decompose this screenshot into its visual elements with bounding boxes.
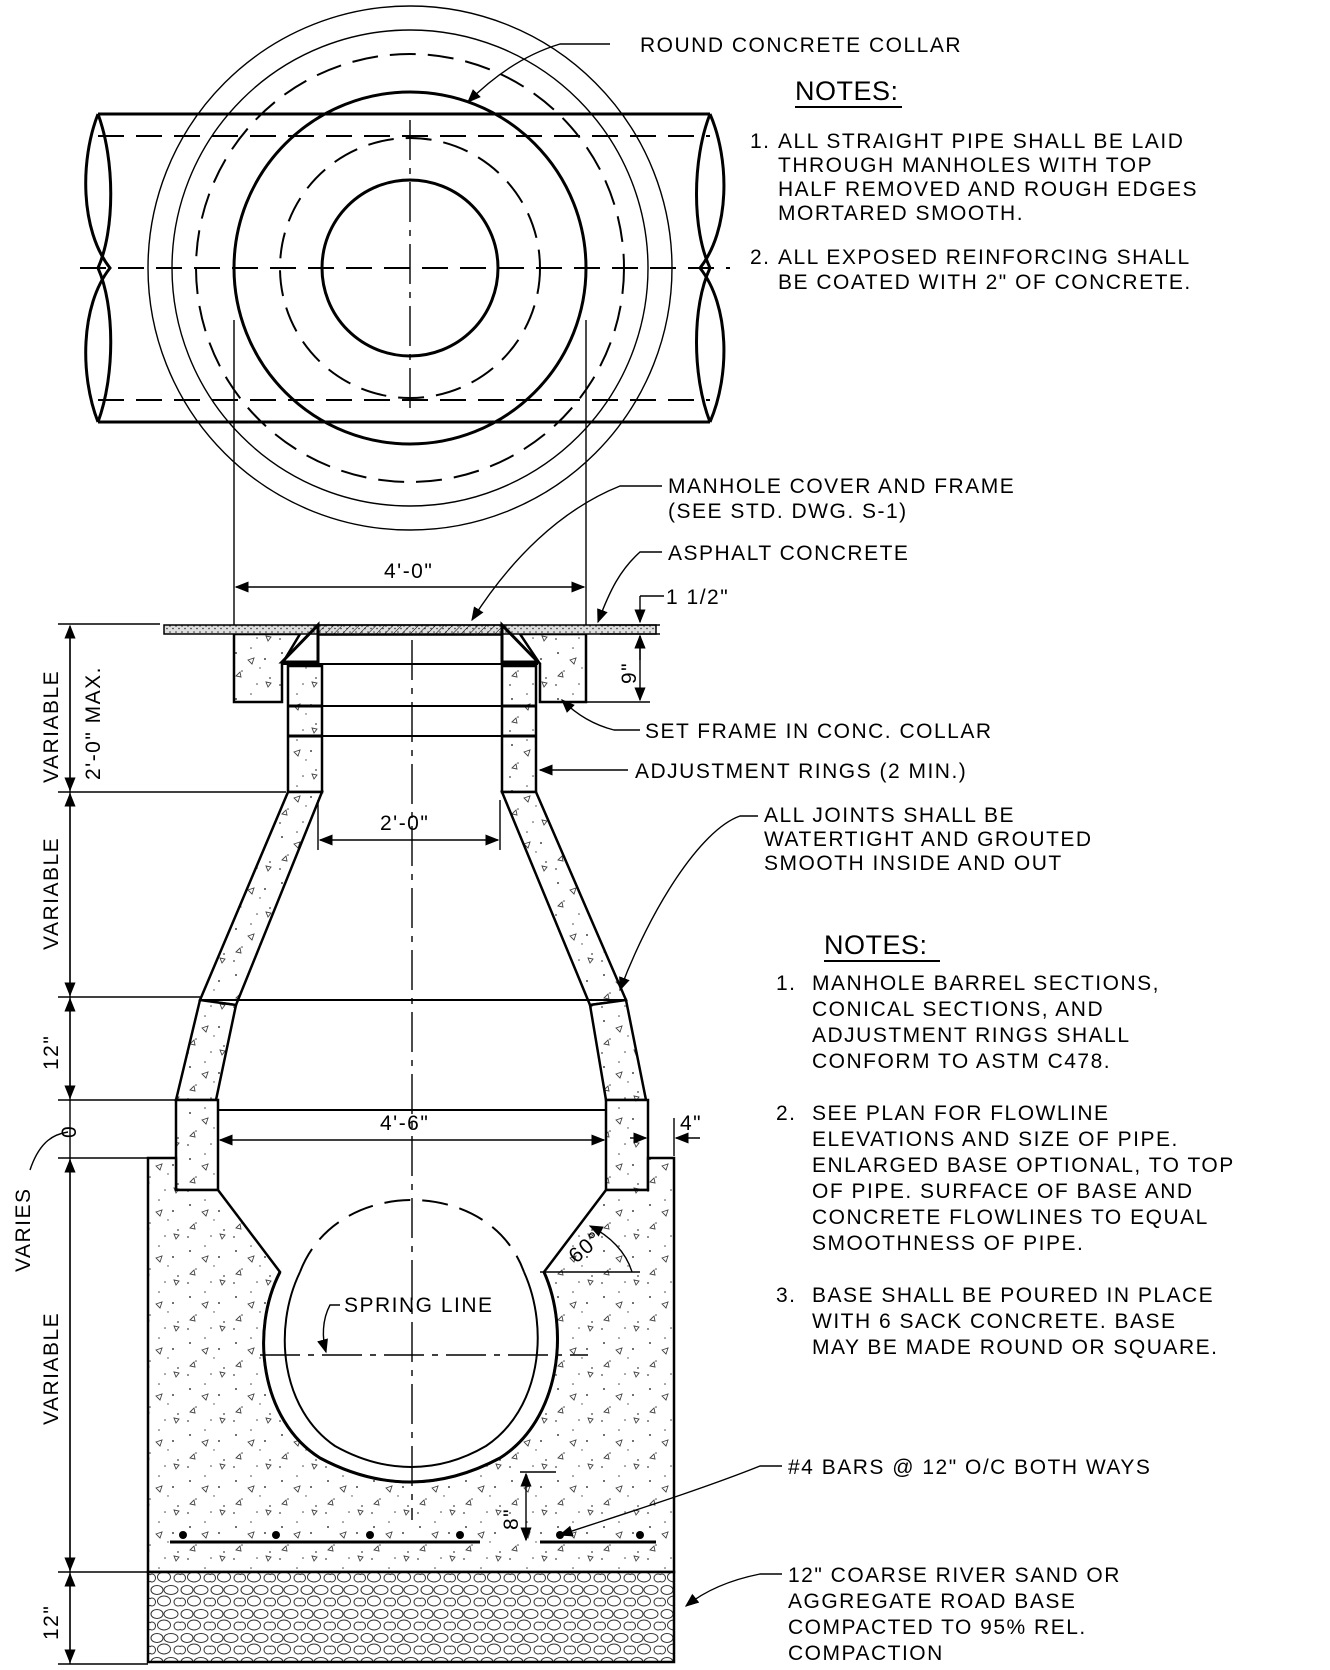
barrel-left: [174, 1098, 220, 1192]
notes-top: NOTES: 1. ALL STRAIGHT PIPE SHALL BE LAI…: [750, 76, 1198, 294]
joints-label-1: ALL JOINTS SHALL BE: [764, 804, 1015, 827]
svg-text:MORTARED SMOOTH.: MORTARED SMOOTH.: [778, 202, 1024, 225]
manhole-cover: [317, 624, 503, 636]
dim-zero: 0: [58, 1125, 81, 1138]
joints-label-2: WATERTIGHT AND GROUTED: [764, 828, 1093, 851]
cone-right: [500, 790, 628, 1007]
collar-label: ROUND CONCRETE COLLAR: [640, 34, 962, 57]
dim-12in-1: 12": [40, 1035, 63, 1070]
sand-label-4: COMPACTION: [788, 1642, 944, 1665]
svg-text:SEE PLAN FOR FLOWLINE: SEE PLAN FOR FLOWLINE: [812, 1102, 1110, 1125]
svg-text:2.: 2.: [750, 246, 771, 269]
svg-text:CONICAL SECTIONS, AND: CONICAL SECTIONS, AND: [812, 998, 1104, 1021]
removed-top-half: [299, 1198, 525, 1273]
notes-bottom: NOTES: 1. MANHOLE BARREL SECTIONS, CONIC…: [776, 930, 1235, 1359]
svg-text:3.: 3.: [776, 1284, 797, 1307]
svg-text:2.: 2.: [776, 1102, 797, 1125]
base-concrete: [146, 1156, 676, 1574]
svg-text:ADJUSTMENT RINGS SHALL: ADJUSTMENT RINGS SHALL: [812, 1024, 1131, 1047]
svg-text:ALL EXPOSED REINFORCING SHALL: ALL EXPOSED REINFORCING SHALL: [778, 246, 1191, 269]
dim-asphalt-thickness: 1 1/2": [666, 586, 729, 609]
sand-label-1: 12" COARSE RIVER SAND OR: [788, 1564, 1121, 1587]
dim-base-cover: 8": [500, 1508, 523, 1530]
svg-text:CONFORM TO ASTM C478.: CONFORM TO ASTM C478.: [812, 1050, 1111, 1073]
dim-12in-2: 12": [40, 1605, 63, 1640]
dim-varies: VARIES: [12, 1188, 35, 1272]
svg-text:HALF REMOVED AND ROUGH EDGES: HALF REMOVED AND ROUGH EDGES: [778, 178, 1198, 201]
sand-label-3: COMPACTED TO 95% REL.: [788, 1616, 1087, 1639]
notes-top-heading: NOTES:: [795, 76, 899, 106]
plan-view: ROUND CONCRETE COLLAR: [80, 5, 962, 531]
spring-line-label: SPRING LINE: [344, 1294, 494, 1317]
svg-text:1.: 1.: [776, 972, 797, 995]
dim-2ft-max: 2'-0" MAX.: [82, 666, 105, 780]
dim-wall: 4": [680, 1112, 702, 1135]
svg-text:WITH 6 SACK CONCRETE. BASE: WITH 6 SACK CONCRETE. BASE: [812, 1310, 1177, 1333]
svg-text:ALL STRAIGHT PIPE SHALL BE LAI: ALL STRAIGHT PIPE SHALL BE LAID: [778, 130, 1184, 153]
svg-text:MANHOLE BARREL SECTIONS,: MANHOLE BARREL SECTIONS,: [812, 972, 1160, 995]
section-labels: MANHOLE COVER AND FRAME (SEE STD. DWG. S…: [317, 475, 1151, 1665]
svg-text:1.: 1.: [750, 130, 771, 153]
adjustment-rings: [286, 664, 538, 794]
sand-label-2: AGGREGATE ROAD BASE: [788, 1590, 1076, 1613]
barrel-right: [604, 1098, 650, 1192]
cover-frame-label-1: MANHOLE COVER AND FRAME: [668, 475, 1015, 498]
svg-text:OF PIPE. SURFACE OF BASE AND: OF PIPE. SURFACE OF BASE AND: [812, 1180, 1194, 1203]
collar-outer-circle: [147, 5, 673, 531]
svg-text:THROUGH MANHOLES WITH TOP: THROUGH MANHOLES WITH TOP: [778, 154, 1153, 177]
set-frame-label: SET FRAME IN CONC. COLLAR: [645, 720, 993, 743]
svg-text:ELEVATIONS AND SIZE OF PIPE.: ELEVATIONS AND SIZE OF PIPE.: [812, 1128, 1179, 1151]
dim-barrel-width: 4'-6": [380, 1112, 429, 1135]
collar-circle: [232, 90, 588, 446]
notes-bottom-heading: NOTES:: [824, 930, 928, 960]
cone-left: [198, 790, 324, 1007]
bars-label: #4 BARS @ 12" O/C BOTH WAYS: [788, 1456, 1151, 1479]
base-pipe: [262, 1271, 559, 1484]
dim-variable-2: VARIABLE: [40, 837, 63, 950]
svg-text:BASE SHALL BE POURED IN PLACE: BASE SHALL BE POURED IN PLACE: [812, 1284, 1214, 1307]
svg-text:CONCRETE FLOWLINES TO EQUAL: CONCRETE FLOWLINES TO EQUAL: [812, 1206, 1209, 1229]
dim-variable-1: VARIABLE: [40, 670, 63, 783]
svg-text:MAY BE MADE ROUND OR SQUARE.: MAY BE MADE ROUND OR SQUARE.: [812, 1336, 1218, 1359]
dim-opening-width: 2'-0": [380, 812, 429, 835]
adjustment-rings-label: ADJUSTMENT RINGS (2 MIN.): [635, 760, 967, 783]
dim-collar-width: 4'-0": [384, 560, 433, 583]
svg-text:BE COATED WITH 2" OF CONCRETE.: BE COATED WITH 2" OF CONCRETE.: [778, 271, 1192, 294]
cover-frame-label-2: (SEE STD. DWG. S-1): [668, 500, 908, 523]
section-view: [146, 320, 676, 1664]
sand-base: [146, 1570, 676, 1664]
frame-right: [500, 621, 542, 664]
dim-variable-3: VARIABLE: [40, 1312, 63, 1425]
asphalt-label: ASPHALT CONCRETE: [668, 542, 909, 565]
joints-label-3: SMOOTH INSIDE AND OUT: [764, 852, 1063, 875]
plan-pipe: [80, 112, 730, 424]
dim-collar-depth: 9": [618, 662, 641, 684]
svg-text:SMOOTHNESS OF PIPE.: SMOOTHNESS OF PIPE.: [812, 1232, 1084, 1255]
frame-left: [278, 621, 320, 664]
svg-text:ENLARGED BASE OPTIONAL, TO TOP: ENLARGED BASE OPTIONAL, TO TOP: [812, 1154, 1235, 1177]
